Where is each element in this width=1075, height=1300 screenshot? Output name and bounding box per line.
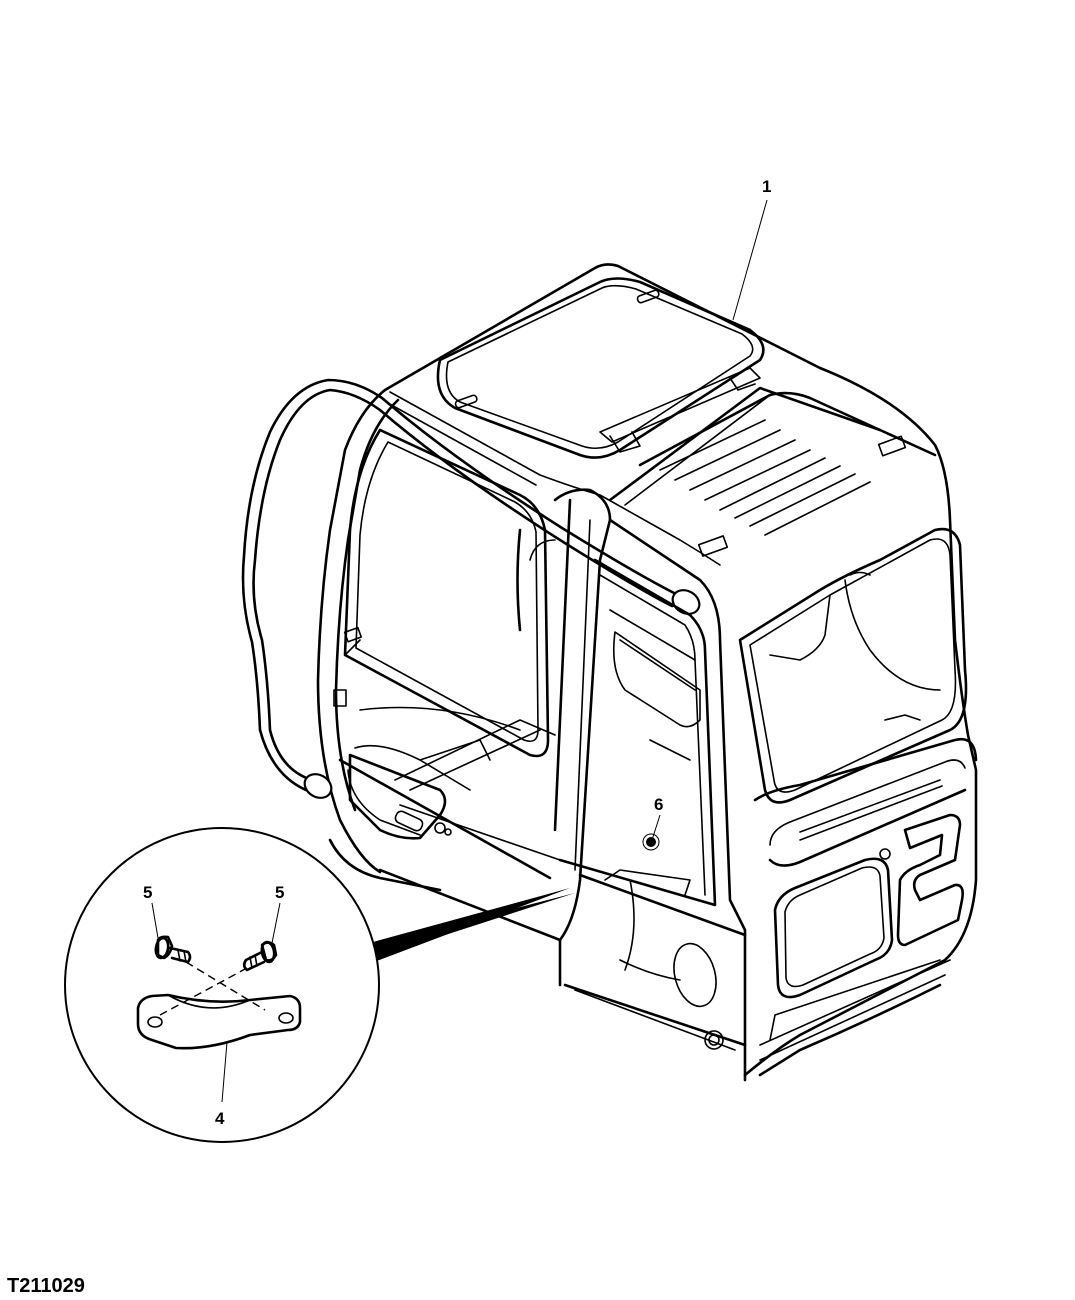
leader-5-right (271, 902, 281, 944)
callout-5-left: 5 (143, 883, 152, 902)
callout-1: 1 (762, 177, 771, 196)
bracket-4 (136, 993, 302, 1050)
leader-1 (732, 199, 768, 321)
figure-id: T211029 (7, 1275, 85, 1297)
cab-door (558, 518, 747, 1077)
detail-circle (64, 827, 380, 1143)
bolt-5-right (242, 940, 278, 972)
callout-6: 6 (654, 795, 663, 814)
leader-6 (651, 814, 661, 841)
detail-view (64, 827, 380, 1143)
grab-rail (241, 378, 701, 799)
callout-4: 4 (215, 1109, 225, 1128)
callout-5-right: 5 (275, 883, 284, 902)
bolt-5-left (154, 935, 192, 964)
cab-illustration (241, 263, 978, 1082)
leader-4 (221, 1041, 228, 1103)
roof-vent-louvres (608, 386, 937, 557)
leader-5-left (151, 902, 159, 939)
